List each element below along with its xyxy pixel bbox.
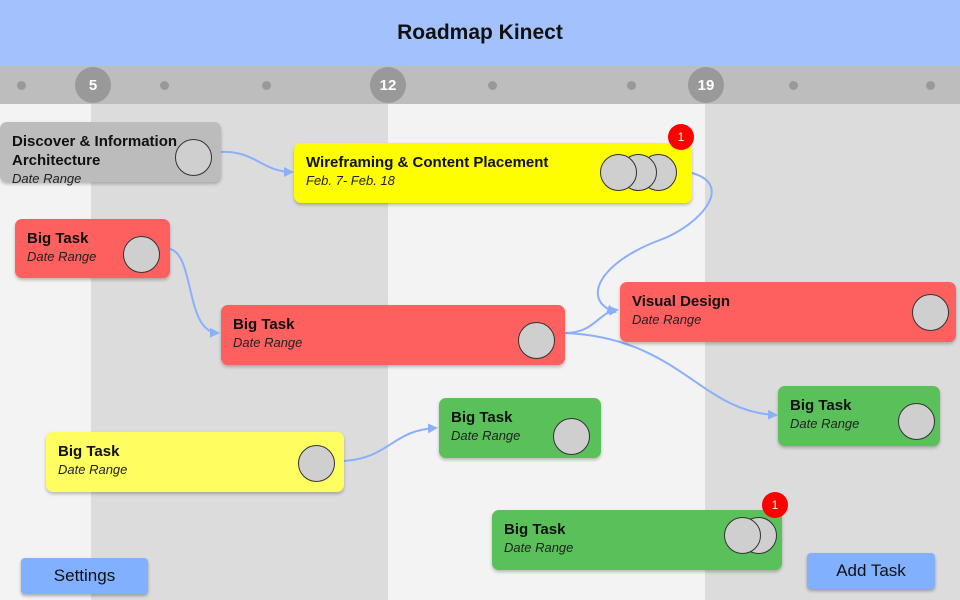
assignee-avatar[interactable] — [600, 154, 637, 191]
timeline-dot — [17, 81, 26, 90]
timeline-dot — [789, 81, 798, 90]
task-date-range: Feb. 7- Feb. 18 — [306, 173, 395, 188]
notification-badge[interactable]: 1 — [668, 124, 694, 150]
task-card-wireframing[interactable]: Wireframing & Content Placement Feb. 7- … — [294, 124, 694, 203]
task-date-range: Date Range — [233, 335, 303, 350]
assignee-avatar[interactable] — [123, 236, 160, 273]
assignee-avatar[interactable] — [298, 445, 335, 482]
task-title: Big Task — [233, 316, 295, 333]
timeline-tick-5[interactable]: 5 — [75, 67, 111, 103]
task-date-range: Date Range — [58, 462, 128, 477]
assignee-avatar[interactable] — [912, 294, 949, 331]
task-date-range: Date Range — [790, 416, 860, 431]
task-title: Discover & Information Architecture — [12, 133, 178, 169]
task-date-range: Date Range — [504, 540, 574, 555]
task-date-range: Date Range — [27, 249, 97, 264]
notification-badge[interactable]: 1 — [762, 492, 788, 518]
task-title: Visual Design — [632, 293, 731, 310]
assignee-avatar[interactable] — [175, 139, 212, 176]
task-date-range: Date Range — [632, 312, 702, 327]
page-title: Roadmap Kinect — [397, 21, 563, 44]
task-title: Wireframing & Content Placement — [306, 154, 549, 171]
timeline-ruler[interactable]: 5 12 19 — [0, 66, 960, 104]
timeline-dot — [160, 81, 169, 90]
task-title: Big Task — [27, 230, 89, 247]
timeline-tick-19[interactable]: 19 — [688, 67, 724, 103]
task-card-big-task[interactable]: Big Task Date Range — [221, 305, 565, 365]
week-column — [0, 104, 91, 600]
task-card-big-task[interactable]: Big Task Date Range 1 — [492, 492, 788, 570]
timeline-dot — [627, 81, 636, 90]
timeline-tick-12[interactable]: 12 — [370, 67, 406, 103]
assignee-avatar[interactable] — [898, 403, 935, 440]
task-card-visual-design[interactable]: Visual Design Date Range — [620, 282, 956, 342]
task-title: Big Task — [504, 521, 566, 538]
app-header: Roadmap Kinect — [0, 0, 960, 66]
assignee-avatar[interactable] — [553, 418, 590, 455]
timeline-dot — [926, 81, 935, 90]
task-title: Big Task — [451, 409, 513, 426]
assignee-avatar[interactable] — [724, 517, 761, 554]
task-title: Big Task — [790, 397, 852, 414]
task-card-discover[interactable]: Discover & Information Architecture Date… — [0, 122, 221, 186]
timeline-dot — [488, 81, 497, 90]
timeline-dot — [262, 81, 271, 90]
task-date-range: Date Range — [451, 428, 521, 443]
task-date-range: Date Range — [12, 171, 82, 186]
task-card-big-task[interactable]: Big Task Date Range — [778, 386, 940, 446]
settings-button[interactable]: Settings — [21, 558, 148, 594]
task-card-big-task[interactable]: Big Task Date Range — [15, 219, 170, 278]
task-card-big-task[interactable]: Big Task Date Range — [439, 398, 601, 458]
add-task-button[interactable]: Add Task — [807, 553, 935, 589]
assignee-avatar[interactable] — [518, 322, 555, 359]
task-title: Big Task — [58, 443, 120, 460]
task-card-big-task[interactable]: Big Task Date Range — [46, 432, 344, 492]
